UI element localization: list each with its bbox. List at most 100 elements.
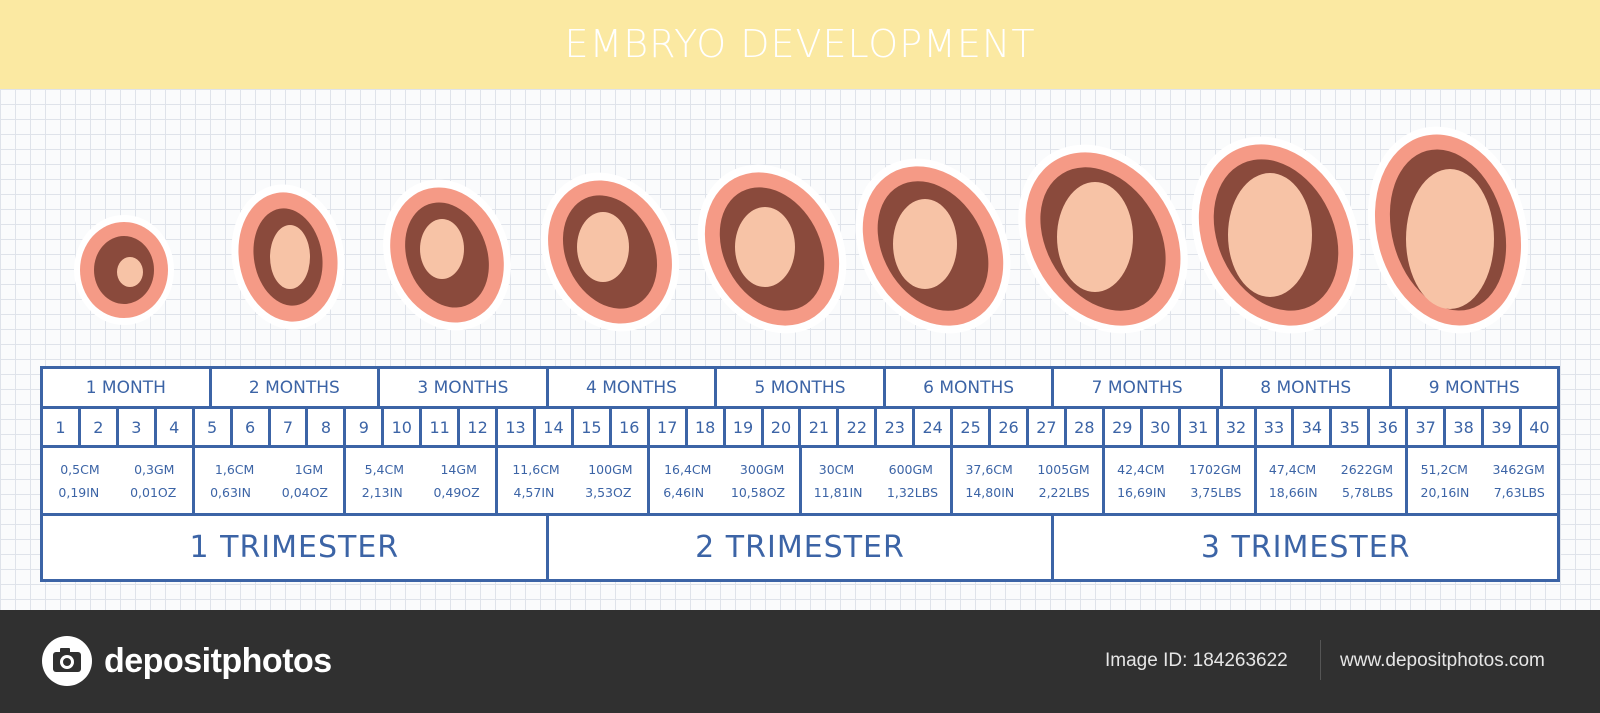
length-cm: 0,5CM bbox=[60, 461, 100, 477]
week-cell: 2 bbox=[81, 409, 119, 445]
week-cell: 3 bbox=[119, 409, 157, 445]
week-cell: 35 bbox=[1332, 409, 1371, 445]
trimester-cell: 1 TRIMESTER bbox=[43, 516, 549, 579]
month-cell: 7 MONTHS bbox=[1054, 369, 1223, 406]
weight-g: 1GM bbox=[294, 461, 324, 477]
brand-logo[interactable]: depositphotos bbox=[40, 634, 332, 688]
length-cm: 11,6CM bbox=[512, 461, 560, 477]
month-cell: 5 MONTHS bbox=[717, 369, 886, 406]
week-cell: 14 bbox=[536, 409, 574, 445]
measurement-line-imperial: 20,16IN 7,63LBS bbox=[1408, 485, 1557, 500]
length-cm: 16,4CM bbox=[664, 461, 712, 477]
embryo-stage-9 bbox=[1367, 126, 1529, 334]
length-cm: 42,4CM bbox=[1117, 461, 1165, 477]
site-link[interactable]: www.depositphotos.com bbox=[1340, 650, 1545, 671]
length-in: 14,80IN bbox=[965, 484, 1015, 500]
length-in: 0,19IN bbox=[58, 484, 100, 500]
header-banner: EMBRYO DEVELOPMENT bbox=[0, 0, 1600, 89]
week-cell: 20 bbox=[764, 409, 802, 445]
week-cell: 15 bbox=[574, 409, 612, 445]
embryo-stage-8 bbox=[1191, 136, 1361, 334]
week-cell: 10 bbox=[384, 409, 423, 445]
week-cell: 38 bbox=[1446, 409, 1485, 445]
length-in: 4,57IN bbox=[513, 484, 555, 500]
length-cm: 1,6CM bbox=[214, 461, 255, 477]
week-cell: 11 bbox=[422, 409, 461, 445]
weight-g: 300GM bbox=[739, 461, 785, 477]
week-cell: 33 bbox=[1257, 409, 1295, 445]
weight-g: 600GM bbox=[888, 461, 933, 477]
week-cell: 22 bbox=[839, 409, 878, 445]
weight-g: 1005GM bbox=[1037, 461, 1090, 477]
weight-oz: 10,58OZ bbox=[730, 484, 786, 500]
page-title: EMBRYO DEVELOPMENT bbox=[564, 22, 1036, 66]
week-cell: 40 bbox=[1529, 417, 1550, 437]
weight-g: 1702GM bbox=[1189, 461, 1242, 477]
weight-oz: 0,04OZ bbox=[281, 484, 328, 500]
month-cell: 4 MONTHS bbox=[549, 369, 718, 406]
week-cell: 7 bbox=[271, 409, 309, 445]
month-cell: 1 MONTH bbox=[43, 369, 212, 406]
length-in: 20,16IN bbox=[1420, 484, 1470, 500]
trimester-cell: 2 TRIMESTER bbox=[549, 516, 1055, 579]
measurement-line-metric: 42,4CM 1702GM bbox=[1105, 462, 1254, 477]
week-cell: 24 bbox=[915, 409, 954, 445]
month-cell: 2 MONTHS bbox=[212, 369, 381, 406]
embryo-stage-5 bbox=[697, 164, 847, 334]
week-cell: 31 bbox=[1181, 409, 1219, 445]
week-cell: 8 bbox=[308, 409, 347, 445]
length-in: 16,69IN bbox=[1117, 484, 1166, 500]
week-cell: 39 bbox=[1484, 409, 1522, 445]
embryo-stage-7 bbox=[1018, 144, 1188, 334]
month-cell: 9 MONTHS bbox=[1428, 377, 1520, 398]
week-cell: 23 bbox=[877, 409, 916, 445]
measurement-line-metric: 37,6CM 1005GM bbox=[953, 462, 1102, 477]
weight-oz: 5,78LBS bbox=[1342, 484, 1394, 500]
week-cell: 36 bbox=[1370, 409, 1409, 445]
measurement-line-imperial: 4,57IN 3,53OZ bbox=[498, 485, 647, 500]
measurement-line-metric: 11,6CM 100GM bbox=[498, 462, 647, 477]
week-cell: 34 bbox=[1294, 409, 1333, 445]
trimester-cell: 3 TRIMESTER bbox=[1200, 530, 1411, 565]
weight-g: 2622GM bbox=[1340, 461, 1394, 477]
week-cell: 25 bbox=[953, 409, 992, 445]
measurement-cell: 11,6CM 100GM 4,57IN 3,53OZ bbox=[498, 448, 650, 513]
week-cell: 16 bbox=[612, 409, 650, 445]
length-in: 2,13IN bbox=[361, 484, 403, 500]
length-cm: 37,6CM bbox=[965, 461, 1013, 477]
measurement-line-metric: 16,4CM 300GM bbox=[650, 462, 799, 477]
week-cell: 6 bbox=[233, 409, 271, 445]
brand-name: depositphotos bbox=[104, 641, 332, 680]
weight-oz: 7,63LBS bbox=[1493, 484, 1545, 500]
embryo-illustrations bbox=[74, 126, 1529, 334]
weight-g: 3462GM bbox=[1492, 461, 1545, 477]
camera-icon bbox=[42, 636, 92, 686]
length-in: 11,81IN bbox=[813, 484, 863, 500]
weight-g: 100GM bbox=[588, 461, 633, 477]
week-cell: 18 bbox=[688, 409, 726, 445]
weight-oz: 3,53OZ bbox=[585, 484, 632, 500]
length-cm: 5,4CM bbox=[364, 461, 405, 477]
week-cell: 28 bbox=[1067, 409, 1105, 445]
month-cell: 8 MONTHS bbox=[1223, 369, 1392, 406]
embryo-stage-4 bbox=[540, 172, 680, 332]
